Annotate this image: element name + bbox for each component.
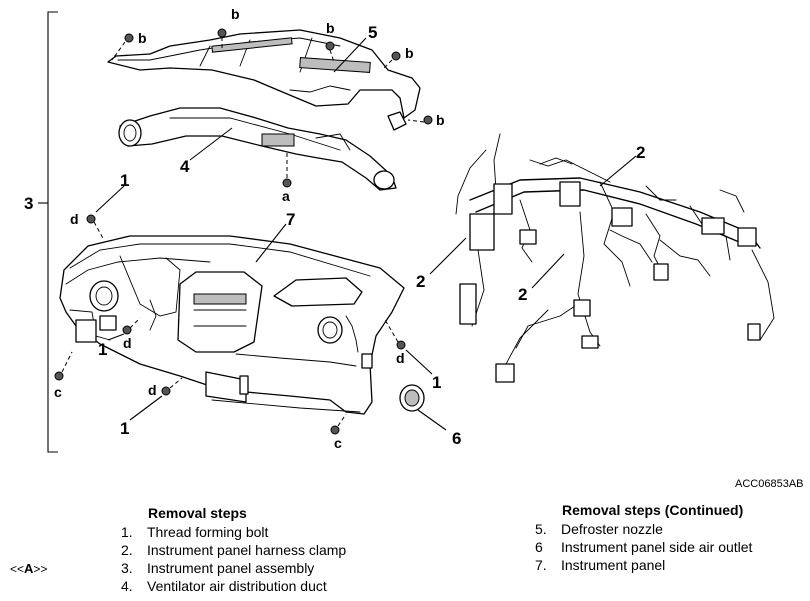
leader-lines — [95, 37, 637, 431]
removal-steps-continued-title: Removal steps (Continued) — [562, 502, 744, 518]
callout-2-mid: 2 — [518, 285, 527, 304]
fastener-d-2: d — [123, 335, 132, 351]
callout-1-top: 1 — [120, 171, 129, 190]
list-item: 5.Defroster nozzle — [535, 521, 663, 537]
ventilator-duct — [118, 107, 397, 191]
fastener-d-1: d — [70, 211, 79, 227]
assembly-bracket — [38, 11, 58, 453]
callout-3: 3 — [24, 194, 33, 213]
defroster-nozzle — [107, 29, 421, 131]
callout-6: 6 — [452, 429, 461, 448]
fastener-d-4: d — [396, 350, 405, 366]
fastener-b-3: b — [138, 30, 147, 46]
fastener-b-2: b — [326, 20, 335, 36]
instrument-panel — [59, 235, 405, 415]
list-item: 1.Thread forming bolt — [121, 524, 269, 540]
figure-code: ACC06853AB — [735, 478, 804, 490]
callout-1-bottom: 1 — [120, 419, 129, 438]
exploded-diagram: 3 5 4 2 2 2 7 1 1 1 1 6 b b b b b a d d … — [24, 6, 804, 490]
fastener-c-1: c — [54, 384, 62, 400]
list-item: 2.Instrument panel harness clamp — [121, 542, 347, 558]
list-item: 3.Instrument panel assembly — [121, 560, 315, 576]
fasteners — [54, 28, 433, 435]
list-item: 7.Instrument panel — [535, 557, 666, 573]
callout-7: 7 — [286, 210, 295, 229]
mounting-lines — [61, 37, 425, 427]
side-air-outlet — [399, 384, 425, 412]
fastener-b-5: b — [436, 112, 445, 128]
fastener-d-3: d — [148, 382, 157, 398]
fastener-a: a — [282, 188, 290, 204]
callout-1-left: 1 — [98, 340, 107, 359]
callout-5: 5 — [368, 23, 377, 42]
fastener-c-2: c — [334, 435, 342, 451]
callout-2-left: 2 — [416, 272, 425, 291]
callout-1-right: 1 — [432, 373, 441, 392]
fastener-b-4: b — [405, 45, 414, 61]
wiring-harness — [455, 133, 775, 383]
removal-steps-list: 1.Thread forming bolt 2.Instrument panel… — [121, 523, 346, 595]
callout-4: 4 — [180, 157, 190, 176]
list-item: 4.Ventilator air distribution duct — [121, 578, 327, 594]
callout-2-top: 2 — [636, 143, 645, 162]
reference-marker: <<A>> — [10, 561, 48, 576]
fastener-b-1: b — [231, 6, 240, 22]
removal-steps-title: Removal steps — [148, 505, 247, 521]
